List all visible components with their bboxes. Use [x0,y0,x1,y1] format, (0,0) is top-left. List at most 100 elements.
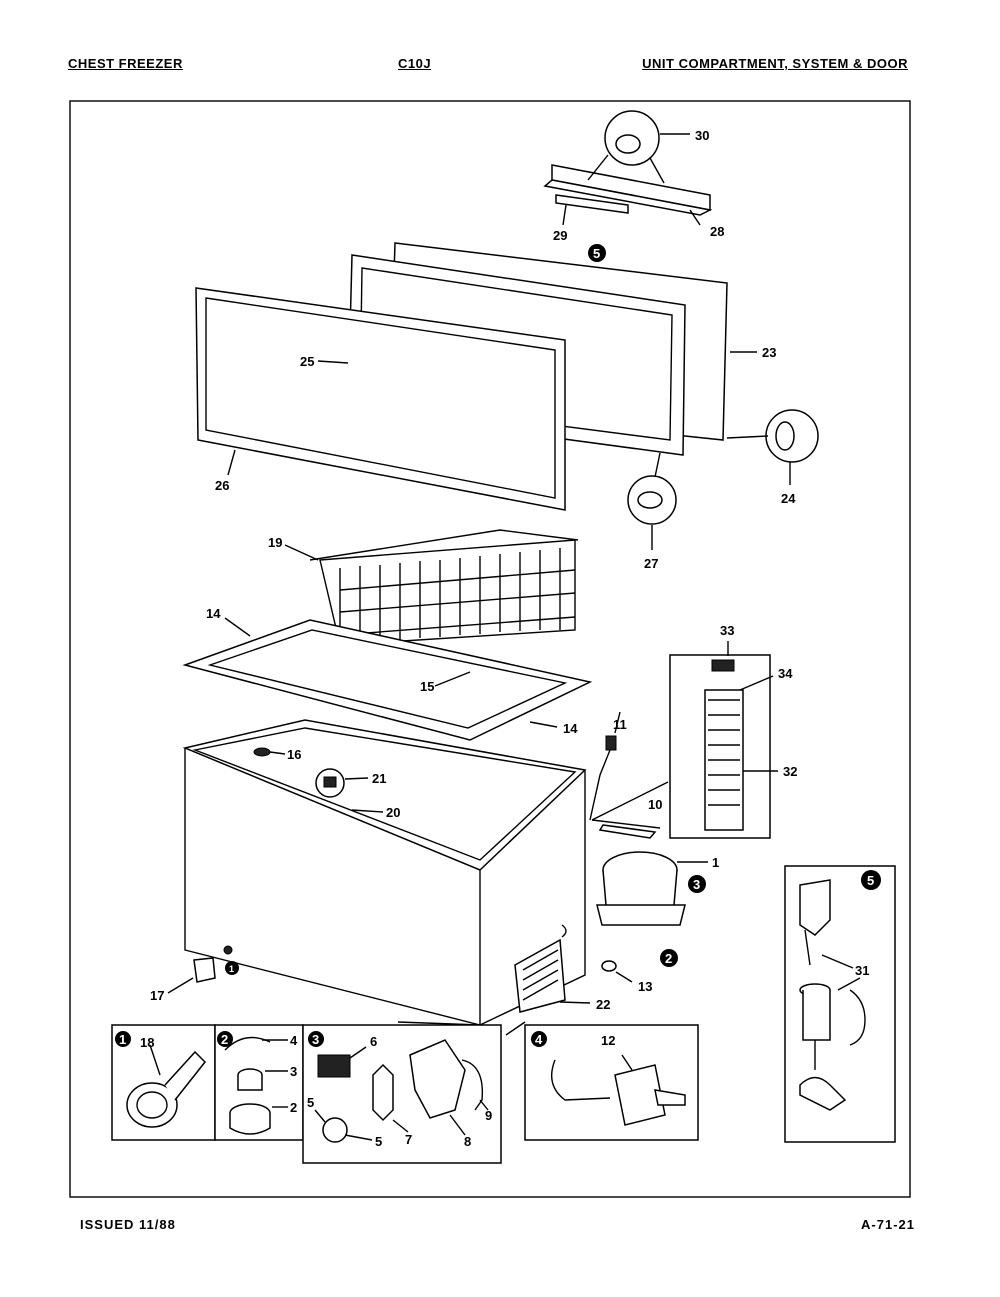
callout-5-top: 5 [593,246,600,261]
relay [317,1054,351,1078]
diagram-frame [69,100,911,1198]
label-11: 11 [613,717,627,732]
hinge-detail-box [784,865,896,1143]
grommet [601,960,617,972]
label-2: 2 [290,1100,297,1115]
heater-label [711,659,735,672]
basket-body [319,539,576,646]
callout-5: 5 [867,873,874,888]
header-model: C10J [398,56,432,71]
callout-4: 4 [535,1032,543,1047]
label-16: 16 [287,747,301,762]
callout-circle-3-small [688,875,706,893]
label-21: 21 [372,771,386,786]
thermostat-knob-face [323,776,337,788]
callout-2: 2 [221,1032,228,1047]
label-5: 5 [307,1095,314,1110]
label-31: 31 [855,963,869,978]
label-24: 24 [781,491,796,506]
header-product: CHEST FREEZER [68,56,183,71]
callout-1-small: 1 [229,964,234,974]
breaker-inner [207,629,568,729]
label-25: 25 [300,354,314,369]
cabinet-top [182,719,587,871]
power-cord-plug [605,735,617,751]
callout-circle-1-small [225,961,239,975]
cord-bracket [598,824,657,839]
detail-boxes [111,1024,699,1164]
label-26: 26 [215,478,229,493]
callout-2-small: 2 [665,951,672,966]
overload-clip [372,1063,394,1122]
callout-circle-5-top [588,244,606,262]
label-14-right: 14 [563,721,578,736]
label-33: 33 [720,623,734,638]
callout-3-small: 3 [693,877,700,892]
cover-clip [461,1059,484,1111]
part-labels: 30 28 29 5 23 25 26 24 27 19 14 15 14 33… [119,128,874,1149]
callout-circle-2-small [660,949,678,967]
cabinet-front [184,748,481,1026]
overload [322,1117,348,1143]
label-19: 19 [268,535,282,550]
relay-box [669,641,778,839]
cabinet-side [479,770,586,1026]
label-1: 1 [712,855,719,870]
label-30: 30 [695,128,709,143]
header-section: UNIT COMPARTMENT, SYSTEM & DOOR [642,56,908,71]
callout-circle-4 [531,1031,547,1047]
drain-tube [164,1050,207,1101]
label-34: 34 [778,666,793,681]
cabinet [167,711,708,1036]
label-23: 23 [762,345,776,360]
drain-cap [193,957,216,983]
condenser-grille [514,938,566,1013]
latch-knob [775,421,795,451]
callout-3: 3 [312,1032,319,1047]
wire-basket [284,529,579,646]
terminal-cover [409,1039,466,1119]
label-17: 17 [150,988,164,1003]
label-18: 18 [140,1035,154,1050]
label-8: 8 [464,1134,471,1149]
hinge-lower [799,1076,847,1111]
label-10: 10 [648,797,662,812]
label-14-left: 14 [206,606,221,621]
compressor-base [596,904,686,926]
hinge-upper [799,879,831,936]
hinge-spring [849,989,866,1046]
breaker-strip [182,617,593,741]
label-22: 22 [596,997,610,1012]
door-gasket [195,287,566,511]
hinge-bracket-flange [543,179,713,216]
detail-box-4 [524,1024,699,1141]
label-27: 27 [644,556,658,571]
callout-circle-5 [861,870,881,890]
label-32: 32 [783,764,797,779]
thermostat-capillary [551,1059,611,1101]
hinge-pin [615,134,641,154]
callout-circle-2 [217,1031,233,1047]
drain-plug [253,747,271,757]
callout-circle-3 [308,1031,324,1047]
label-6: 6 [370,1034,377,1049]
label-3: 3 [290,1064,297,1079]
label-4: 4 [290,1033,298,1048]
label-12: 12 [601,1033,615,1048]
label-7: 7 [405,1132,412,1147]
label-5b: 5 [375,1134,382,1149]
label-15: 15 [420,679,434,694]
door-assembly [195,242,819,550]
footer-issued: ISSUED 11/88 [80,1217,176,1232]
thermostat [614,1064,666,1126]
breaker-outer [182,619,593,741]
label-29: 29 [553,228,567,243]
label-13: 13 [638,979,652,994]
label-20: 20 [386,805,400,820]
label-28: 28 [710,224,724,239]
door-stop [637,491,663,509]
hinge-shim [555,194,629,214]
footer-page-code: A-71-21 [861,1217,915,1232]
hinge-sleeve [802,990,831,1041]
